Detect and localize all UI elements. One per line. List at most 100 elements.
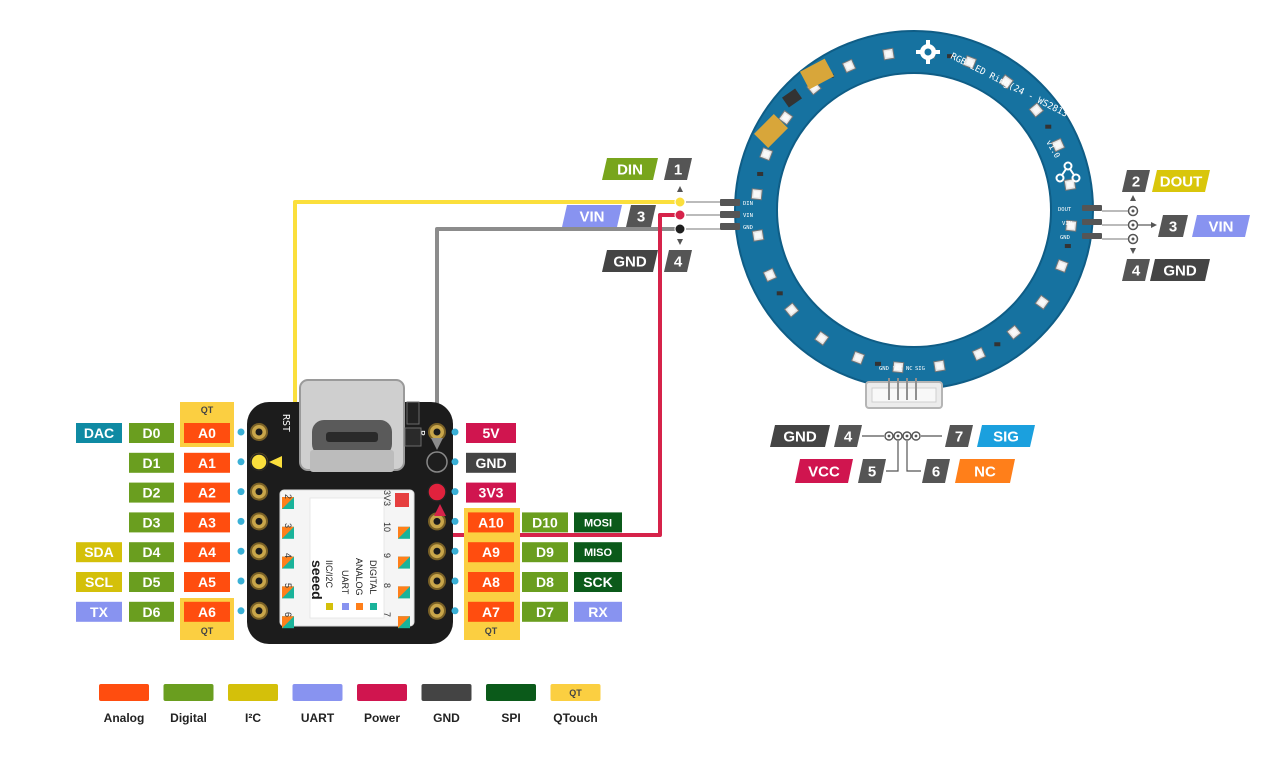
pin-connector-dot [451, 488, 459, 496]
ring-vin-num: 3 [626, 205, 656, 227]
grove-logo-icon [1055, 161, 1081, 183]
pin-connector-dot [237, 488, 245, 496]
pin-label-d2: D2 [129, 482, 174, 503]
ring-gout-label: GND [1150, 259, 1210, 281]
ring-gnd-num-text: 4 [674, 253, 683, 270]
gear-icon [916, 40, 940, 64]
brand-logo: seeed [309, 560, 325, 600]
capacitor [1064, 244, 1071, 249]
ring-inner-edge [776, 72, 1052, 348]
pin-connector-dot [451, 458, 459, 466]
pin-label-d0: D0 [129, 423, 174, 443]
pin-label-d9-text: D9 [536, 544, 554, 560]
pin-label-sck: SCK [574, 572, 622, 592]
ring-gout-num: 4 [1122, 259, 1150, 281]
legend-label: QTouch [553, 711, 597, 725]
pin-label-a10-text: A10 [478, 514, 504, 530]
qt-label-top-left: QT [201, 405, 214, 415]
mini-legend-analog: ANALOG [354, 558, 364, 596]
legend-swatch-ic [228, 684, 278, 701]
pin-label-mosi-text: MOSI [584, 517, 612, 529]
reset-button[interactable] [406, 401, 420, 425]
led [1006, 324, 1022, 341]
grove-nc-label-text: NC [974, 463, 996, 480]
arrow-right-icon [1151, 222, 1157, 228]
pin-label-5v: 5V [466, 423, 516, 443]
grove-gnd-num: 4 [834, 425, 862, 447]
pin-label-d10-text: D10 [532, 514, 558, 530]
wire-data-yellow [293, 200, 680, 462]
pin-label-tx-text: TX [90, 604, 109, 620]
grove-pad-sig: SIG [915, 366, 925, 372]
pin-label-d8: D8 [522, 572, 568, 592]
ring-dout-label-text: DOUT [1160, 173, 1203, 190]
legend-swatch-power [357, 684, 407, 701]
pin-label-sda-text: SDA [84, 544, 114, 560]
pin-label-a9: A9 [468, 542, 514, 563]
boot-button[interactable] [404, 427, 422, 447]
regulator [782, 88, 802, 108]
pin-label-miso: MISO [574, 542, 622, 563]
pin-label-d10: D10 [522, 512, 568, 533]
ring-vin-label-text: VIN [579, 208, 604, 225]
legend-label: GND [433, 711, 460, 725]
input-pad-din: DIN [743, 201, 753, 207]
arrow-gnd [431, 438, 443, 450]
pin-label-scl: SCL [76, 572, 122, 592]
pin-label-a0-text: A0 [198, 425, 216, 441]
tantalum-cap [754, 114, 788, 148]
legend-label: SPI [501, 711, 520, 725]
arrow-up-icon [677, 186, 683, 192]
mini-legend-uart: UART [340, 570, 350, 595]
pin-connector-dot [237, 607, 245, 615]
led [1034, 294, 1050, 310]
silk-pin-4: 4 [283, 553, 293, 558]
ring-din-num-text: 1 [674, 161, 682, 178]
led [892, 361, 905, 374]
grove-vcc-num-text: 5 [868, 463, 876, 480]
output-pad-vin: VIN [1062, 221, 1072, 227]
input-pad-gnd: GND [743, 225, 753, 231]
ring-gout-num-text: 4 [1132, 262, 1141, 279]
silk-pin-10: 10 [382, 522, 392, 532]
pin-label-a7-text: A7 [482, 604, 500, 620]
ring-vout-label: VIN [1192, 215, 1250, 237]
grove-gnd-label-text: GND [783, 428, 817, 445]
input-pad-vin: VIN [743, 213, 753, 219]
grove-gnd-label: GND [770, 425, 830, 447]
pin-label-a2-text: A2 [198, 485, 216, 501]
pin-label-a5-text: A5 [198, 574, 216, 590]
led [998, 74, 1014, 90]
silk-rst: RST [280, 414, 291, 432]
arrow-data [269, 456, 282, 468]
pin-connector-dot [237, 547, 245, 555]
legend-swatch-gnd [421, 684, 472, 701]
ring-input-dot [674, 196, 686, 208]
ring-vin-label: VIN [562, 205, 622, 227]
pin-label-dac-text: DAC [84, 425, 114, 441]
led [841, 58, 857, 74]
silk-pin-7: 7 [382, 612, 392, 617]
pin-label-a8-text: A8 [482, 574, 500, 590]
ring-dout-label: DOUT [1152, 170, 1210, 192]
legend-swatch-qtouch [550, 684, 601, 701]
chip-module [279, 489, 415, 627]
pin-label-rx-text: RX [588, 604, 608, 620]
pin-connector-dot [451, 547, 459, 555]
pin-connector-dot [451, 607, 459, 615]
pin-connector-dot [451, 577, 459, 585]
silk-pin-2: 2 [283, 494, 293, 499]
pin-label-3v3-text: 3V3 [479, 485, 504, 501]
silk-pin-3v3: 3V3 [382, 490, 392, 506]
arrow-up-icon [1130, 195, 1136, 201]
silk-pin-5: 5 [283, 583, 293, 588]
led [1050, 137, 1066, 153]
ring-vout-num: 3 [1158, 215, 1188, 237]
pin-label-a5: A5 [184, 572, 230, 592]
legend-swatch-uart [292, 684, 343, 701]
pin-label-5v-text: 5V [482, 425, 500, 441]
pin-connector-dot [451, 428, 459, 436]
capacitor [947, 54, 954, 59]
pin-connector-dot [237, 458, 245, 466]
